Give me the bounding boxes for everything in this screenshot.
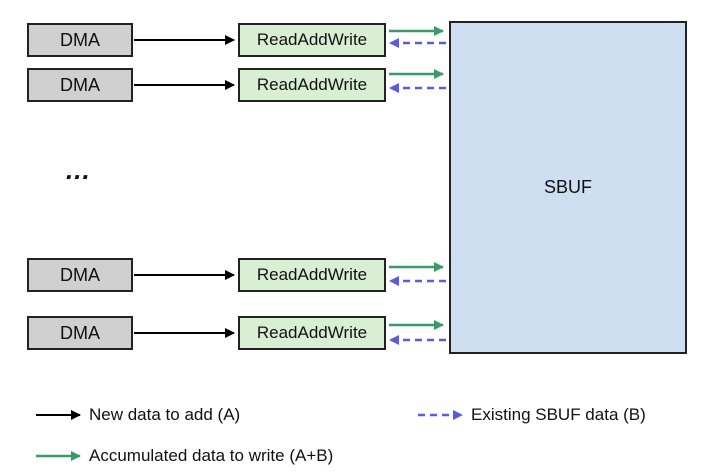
dma-box: DMA bbox=[27, 68, 133, 102]
read-add-write-box: ReadAddWrite bbox=[238, 316, 386, 350]
sbuf-box: SBUF bbox=[449, 21, 687, 354]
legend-existing-data-label: Existing SBUF data (B) bbox=[471, 405, 646, 424]
legend-accumulated-label: Accumulated data to write (A+B) bbox=[89, 446, 334, 465]
legend-new-data-label: New data to add (A) bbox=[89, 405, 241, 424]
read-add-write-box: ReadAddWrite bbox=[238, 23, 386, 57]
dma-box: DMA bbox=[27, 316, 133, 350]
read-add-write-box: ReadAddWrite bbox=[238, 258, 386, 292]
ellipsis: ... bbox=[66, 155, 91, 185]
read-add-write-box: ReadAddWrite bbox=[238, 68, 386, 102]
dma-box: DMA bbox=[27, 23, 133, 57]
dma-box: DMA bbox=[27, 258, 133, 292]
sbuf-label: SBUF bbox=[543, 177, 592, 197]
